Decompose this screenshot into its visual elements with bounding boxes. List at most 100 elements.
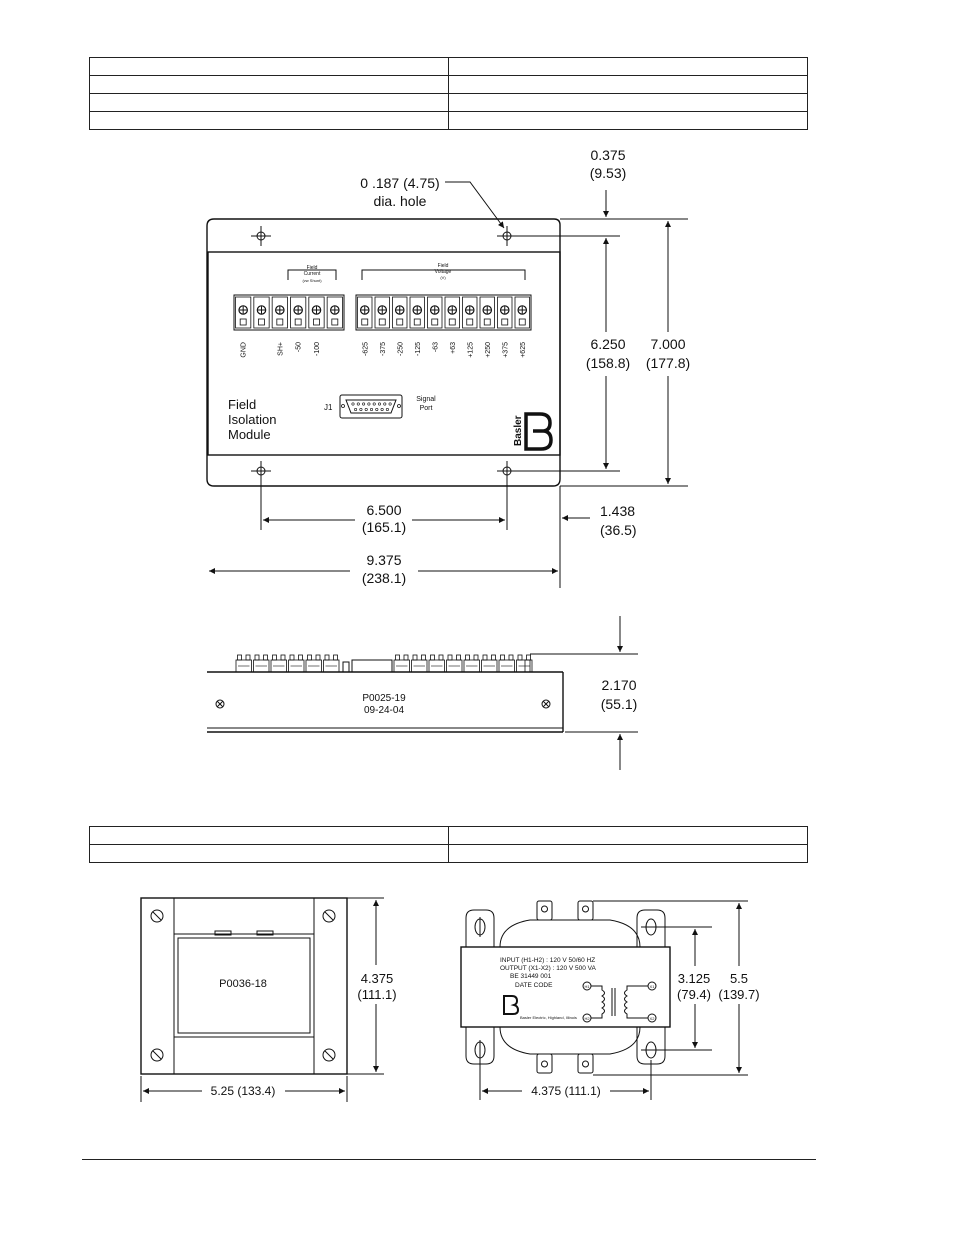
nameplate-line4: DATE CODE: [515, 982, 553, 989]
side-terminal-block: [305, 654, 322, 673]
dim-depth-mm: (55.1): [601, 696, 638, 712]
svg-text:H1: H1: [584, 984, 590, 989]
screw-icon: [215, 699, 225, 709]
module-name-line3: Module: [228, 427, 271, 442]
voltage-header-line3: (V): [440, 275, 446, 280]
terminal-label: -125: [415, 342, 422, 356]
connector-pin: [372, 402, 376, 406]
terminal-label: -100: [314, 342, 321, 356]
dim-front-height-mm: (111.1): [357, 987, 396, 1002]
side-terminal-block: [498, 654, 515, 673]
svg-text:X1: X1: [650, 984, 656, 989]
module-base-plate: [206, 218, 561, 487]
terminal-screw-icon: [374, 296, 390, 329]
terminal-screw-icon: [514, 296, 530, 329]
dim-width-inch: 9.375: [366, 552, 401, 568]
dim-front-width: 5.25 (133.4): [211, 1084, 276, 1098]
dim-hole-spacing-inch: 6.500: [366, 502, 401, 518]
top-info-table: [89, 57, 808, 130]
table-row: [89, 57, 808, 76]
terminal-tab: [577, 900, 594, 921]
terminal-label: +250: [485, 342, 492, 358]
voltage-bracket: [361, 269, 526, 280]
terminal-screw-icon: [409, 296, 425, 329]
winding-schematic-icon: H1 H2 X1 X2: [582, 981, 657, 1023]
db15-connector: [339, 394, 403, 419]
dim-top-hole-v-inch: 3.125: [678, 971, 711, 986]
module-name-line1: Field: [228, 397, 256, 412]
connector-pin: [375, 407, 379, 411]
dim-front-height-inch: 4.375: [361, 971, 394, 986]
connector-pin: [356, 402, 360, 406]
terminal-screw-icon: [290, 296, 307, 329]
side-part-number: P0025-19: [362, 693, 406, 704]
current-header-line2: Current: [304, 271, 321, 277]
mounting-hole-icon: [251, 461, 271, 481]
screw-icon: [541, 699, 551, 709]
transformer-part-number: P0036-18: [219, 978, 267, 990]
terminal-screw-icon: [357, 296, 373, 329]
connector-pins: [341, 402, 401, 411]
connector-pin: [359, 407, 363, 411]
terminal-label: -63: [432, 342, 439, 352]
voltage-terminal-strip: [355, 294, 532, 331]
mounting-foot: [465, 909, 495, 947]
terminal-screw-icon: [253, 296, 270, 329]
field-module-side-view: P0025-19 09-24-04 2.170 (55.1): [207, 616, 638, 770]
dim-outer-height-inch: 7.000: [650, 336, 685, 352]
terminal-tab: [536, 900, 553, 921]
side-connector-stub: [342, 661, 350, 673]
terminal-screw-icon: [497, 296, 513, 329]
side-terminal-block: [428, 654, 445, 673]
dim-top-height-inch: 5.5: [730, 971, 748, 986]
side-connector-body: [351, 659, 393, 673]
mounting-foot: [636, 909, 666, 947]
side-terminal-block: [481, 654, 498, 673]
mounting-hole-icon: [251, 226, 271, 246]
dim-top-hole-h: 4.375 (111.1): [531, 1084, 601, 1098]
terminal-label: SH+: [277, 342, 284, 356]
footer-rule: [82, 1159, 816, 1160]
hole-type-label: dia. hole: [374, 193, 427, 209]
module-cover: [207, 251, 561, 456]
terminal-label: -50: [296, 342, 303, 352]
terminal-tab: [536, 1053, 553, 1074]
terminal-label: +375: [502, 342, 509, 358]
side-terminal-block: [393, 654, 410, 673]
current-terminal-strip: [233, 294, 345, 331]
mounting-foot: [465, 1027, 495, 1065]
side-terminal-blocks: [235, 654, 533, 673]
dim-offset-inch: 0.375: [590, 147, 625, 163]
transformer-frame: [140, 897, 348, 1075]
side-terminal-block: [323, 654, 340, 673]
bottom-info-table: [89, 826, 808, 863]
nameplate-line2: OUTPUT (X1-X2) : 120 V 500 VA: [500, 965, 597, 972]
side-terminal-block: [253, 654, 270, 673]
core-tab: [214, 930, 232, 936]
dim-top-hole-v-mm: (79.4): [677, 987, 711, 1002]
connector-screw: [397, 404, 401, 408]
terminal-screw-icon: [308, 296, 325, 329]
current-bracket: [287, 269, 337, 280]
nameplate: [460, 946, 671, 1028]
nameplate-line1: INPUT (H1-H2) : 120 V 50/60 HZ: [500, 957, 595, 964]
dim-side-inch: 1.438: [600, 503, 635, 519]
connector-pin: [383, 402, 387, 406]
terminal-screw-icon: [479, 296, 495, 329]
side-terminal-block: [235, 654, 252, 673]
terminal-tab: [577, 1053, 594, 1074]
connector-caption-line2: Port: [420, 405, 433, 412]
coil-bottom-outline: [499, 1026, 641, 1055]
connector-pin: [362, 402, 366, 406]
transformer-core-inner: [177, 937, 311, 1034]
connector-pin: [385, 407, 389, 411]
terminal-screw-icon: [462, 296, 478, 329]
mounting-foot: [636, 1027, 666, 1065]
terminal-label: -375: [380, 342, 387, 356]
terminal-label: +125: [467, 342, 474, 358]
coil-top-outline: [499, 919, 641, 948]
maker-label: Basler Electric, Highland, Illinois: [520, 1015, 577, 1020]
current-header-line3: (vw Shunt): [302, 278, 322, 283]
hole-callout-leader: [445, 181, 505, 229]
table-cell: [448, 844, 808, 863]
